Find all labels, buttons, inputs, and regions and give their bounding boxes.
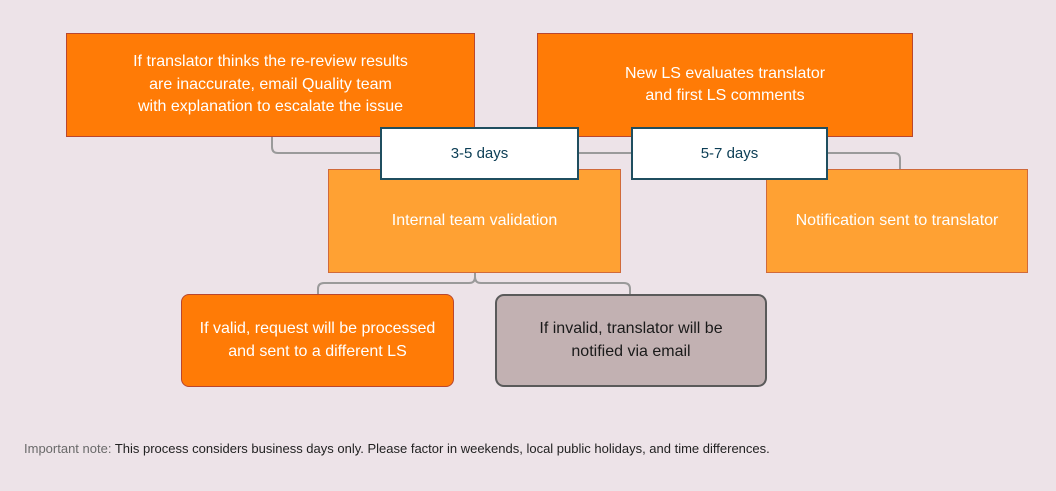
step-internal-validation: Internal team validation (328, 169, 621, 273)
duration-badge-second: 5-7 days (631, 127, 828, 180)
step-notification: Notification sent to translator (766, 169, 1028, 273)
duration-badge-first: 3-5 days (380, 127, 579, 180)
connector-branch-right (474, 276, 631, 295)
important-note-label: Important note: (24, 441, 112, 456)
connector-branch (317, 272, 476, 295)
step-escalate: If translator thinks the re-review resul… (66, 33, 475, 137)
connector-notification (826, 152, 901, 169)
step-new-ls-evaluation: New LS evaluates translator and first LS… (537, 33, 913, 137)
important-note: Important note: This process considers b… (24, 441, 770, 456)
step-valid-outcome: If valid, request will be processed and … (181, 294, 454, 387)
important-note-text: This process considers business days onl… (111, 441, 770, 456)
step-invalid-outcome: If invalid, translator will be notified … (495, 294, 767, 387)
connector-escalate (271, 137, 382, 154)
